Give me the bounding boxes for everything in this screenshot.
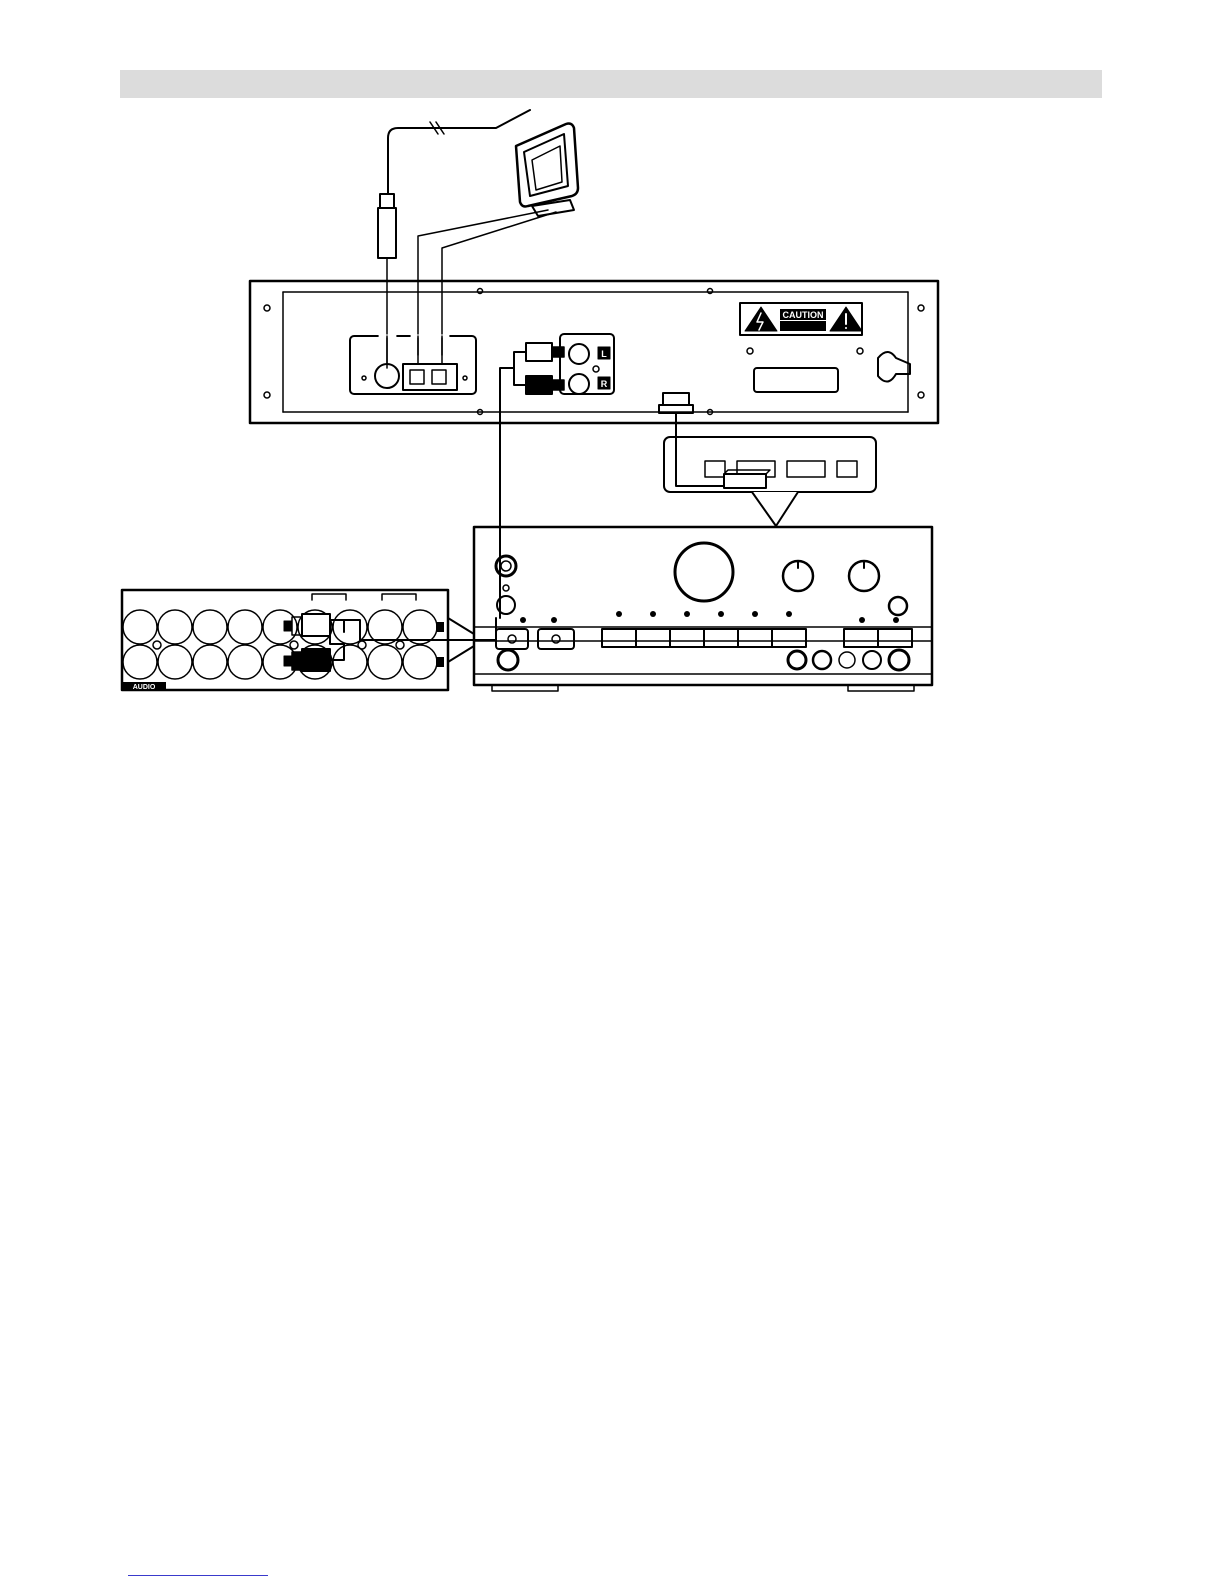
footer-rule xyxy=(128,1575,268,1576)
amplifier-front-panel xyxy=(474,527,932,691)
am-loop-antenna xyxy=(418,124,578,356)
fm-antenna-cable xyxy=(378,110,530,368)
caution-label: CAUTION xyxy=(783,310,824,320)
right-channel-label: R xyxy=(601,379,608,389)
tuner-rear-panel: L R CAUTION xyxy=(250,281,938,423)
audio-label: AUDIO xyxy=(133,684,156,691)
left-channel-label: L xyxy=(601,349,607,359)
audio-cable xyxy=(330,352,526,660)
connector-callout xyxy=(664,413,876,526)
connection-diagram: L R CAUTION xyxy=(0,0,1225,760)
